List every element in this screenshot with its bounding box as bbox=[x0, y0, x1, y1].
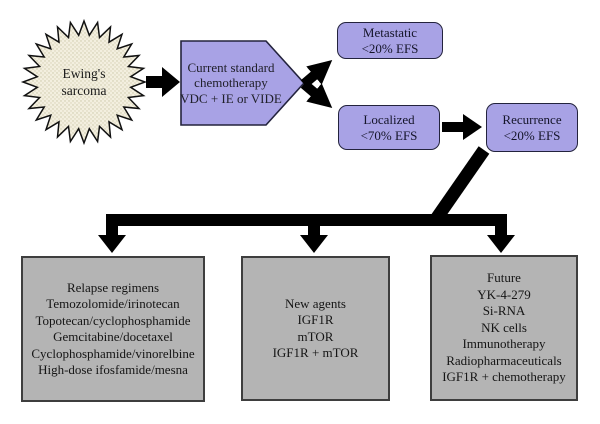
metastatic-line: <20% EFS bbox=[361, 40, 419, 56]
sarcoma-line: sarcoma bbox=[61, 83, 107, 98]
ewings-sarcoma-label: Ewing's sarcoma bbox=[36, 61, 132, 103]
metastatic-node: Metastatic <20% EFS bbox=[337, 22, 443, 59]
future-line: Immunotherapy bbox=[462, 336, 546, 352]
branch-arrow-down-icon bbox=[300, 80, 333, 108]
recurrence-line: Recurrence bbox=[502, 111, 562, 127]
new-agents-line: mTOR bbox=[297, 328, 334, 344]
relapse-line: High-dose ifosfamide/mesna bbox=[38, 362, 188, 377]
chemo-pentagon-label: Current standard chemotherapy VDC + IE o… bbox=[178, 50, 284, 116]
new-agents-box: New agents IGF1R mTOR IGF1R + mTOR bbox=[241, 256, 390, 401]
diagonal-recurrence-connector bbox=[428, 146, 490, 226]
relapse-line: Cyclophosphamide/vinorelbine bbox=[31, 345, 195, 361]
future-line: NK cells bbox=[481, 319, 527, 335]
chemo-line: chemotherapy bbox=[194, 75, 268, 91]
future-line: Si-RNA bbox=[482, 303, 526, 319]
future-box: Future YK-4-279 Si-RNA NK cells Immunoth… bbox=[430, 255, 578, 401]
chemo-line: Current standard bbox=[187, 59, 275, 75]
arrow-sarcoma-to-chemo-icon bbox=[146, 67, 180, 97]
chemo-line: VDC + IE or VIDE bbox=[180, 90, 282, 106]
new-agents-line: IGF1R bbox=[297, 312, 334, 327]
ewings-sarcoma-starburst bbox=[20, 18, 148, 146]
recurrence-line: <20% EFS bbox=[503, 127, 561, 143]
arrowhead-future-icon bbox=[487, 235, 515, 253]
new-agents-line: IGF1R + mTOR bbox=[272, 345, 359, 360]
arrowhead-new-agents-icon bbox=[300, 235, 328, 253]
relapse-line: Gemcitabine/docetaxel bbox=[53, 329, 173, 344]
recurrence-node: Recurrence <20% EFS bbox=[486, 103, 578, 152]
chemo-pentagon bbox=[180, 40, 306, 126]
relapse-line: Relapse regimens bbox=[66, 279, 160, 295]
sarcoma-line: Ewing's bbox=[62, 66, 106, 81]
relapse-line: Topotecan/cyclophosphamide bbox=[35, 312, 191, 328]
localized-line: <70% EFS bbox=[360, 127, 418, 143]
future-line: IGF1R + chemotherapy bbox=[442, 369, 566, 385]
metastatic-line: Metastatic bbox=[362, 24, 418, 40]
future-line: Radiopharmaceuticals bbox=[446, 352, 562, 368]
distribution-line bbox=[106, 214, 507, 236]
relapse-regimens-box: Relapse regimens Temozolomide/irinotecan… bbox=[21, 256, 205, 402]
arrow-localized-to-recurrence-icon bbox=[442, 114, 482, 140]
localized-node: Localized <70% EFS bbox=[338, 105, 440, 150]
future-line: YK-4-279 bbox=[477, 286, 531, 302]
new-agents-line: New agents bbox=[284, 295, 346, 311]
relapse-line: Temozolomide/irinotecan bbox=[46, 296, 180, 311]
future-line: Future bbox=[487, 270, 521, 286]
localized-line: Localized bbox=[363, 111, 415, 127]
arrowhead-relapse-icon bbox=[98, 235, 126, 253]
